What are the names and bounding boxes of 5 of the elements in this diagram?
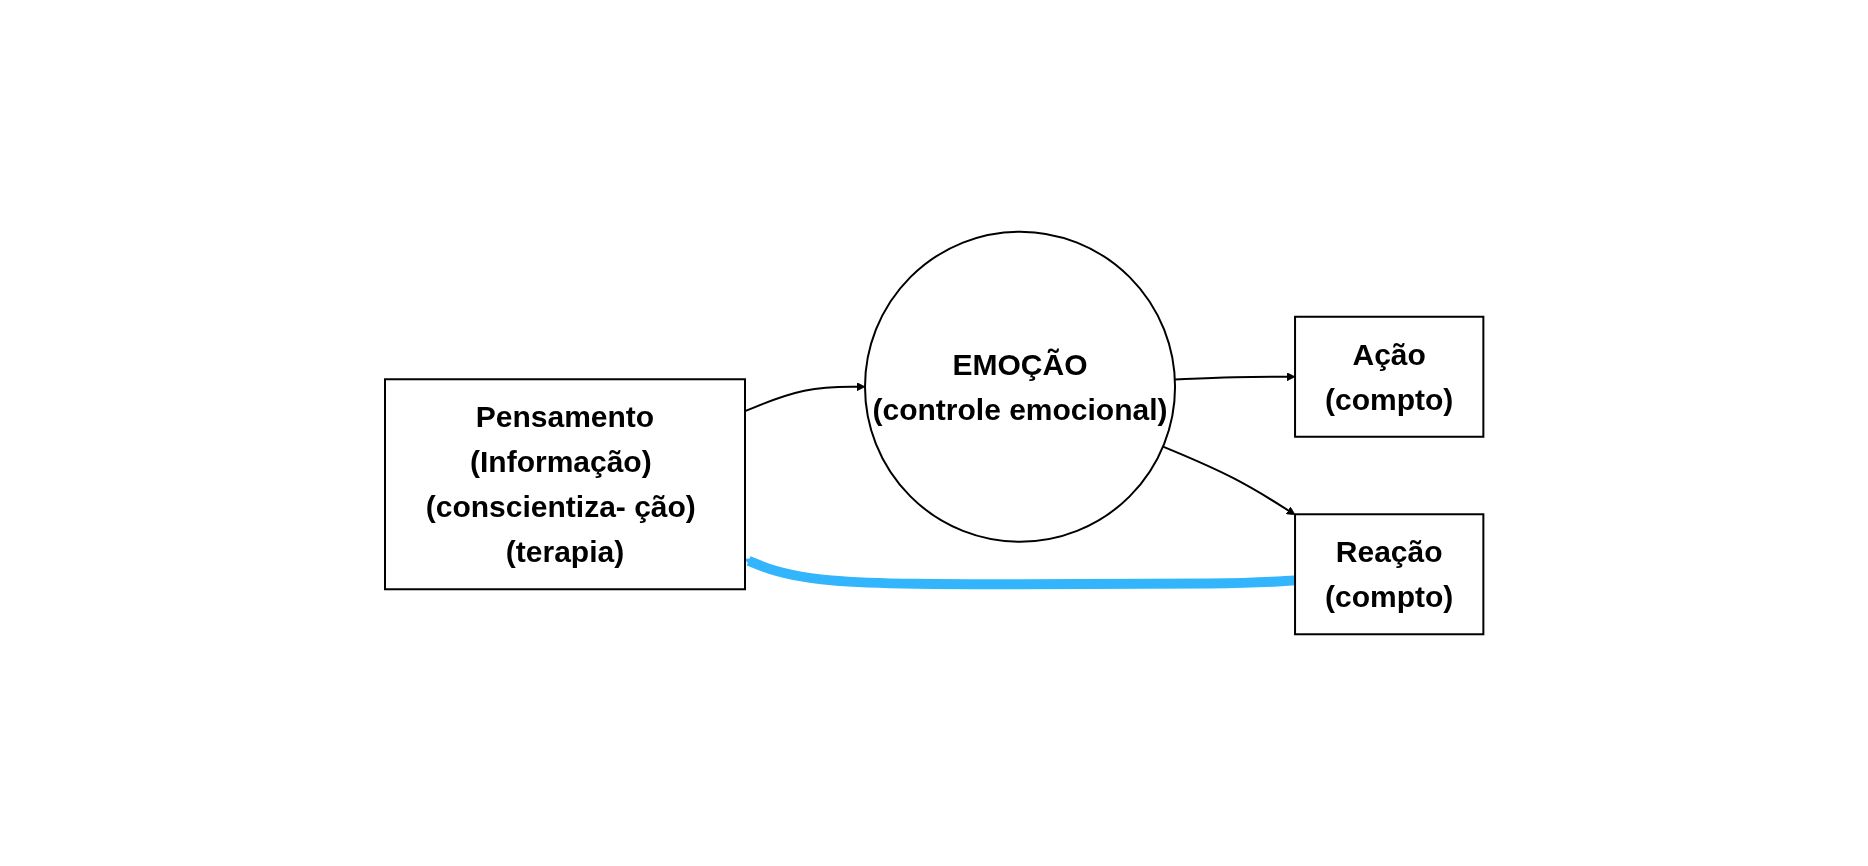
node-circle: EMOÇÃO (controle emocional): [863, 230, 1176, 543]
node-box: Pensamento (Informação) (conscientiza- ção) (terapia): [383, 378, 746, 591]
arrow: [1161, 445, 1296, 516]
node-box: Reação (compto): [1293, 513, 1485, 636]
node-box: Ação (compto): [1293, 315, 1485, 438]
